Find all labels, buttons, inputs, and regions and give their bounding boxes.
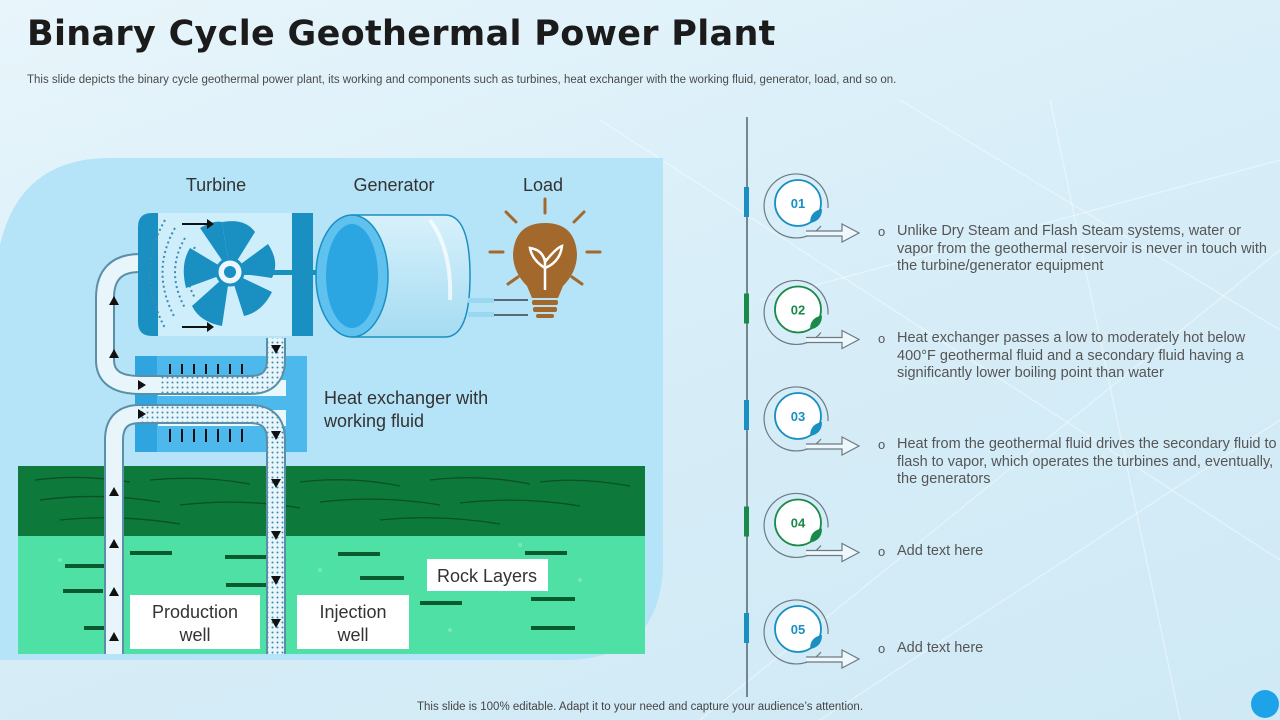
- step-ring: [763, 599, 829, 665]
- step-circle: [774, 605, 822, 653]
- label-rock-layers: Rock Layers: [437, 566, 537, 586]
- lightbulb-icon: [488, 197, 602, 318]
- step-1-text: Unlike Dry Steam and Flash Steam systems…: [878, 223, 1277, 276]
- footer-note: This slide is 100% editable. Adapt it to…: [416, 701, 864, 713]
- label-injection-2: well: [336, 625, 368, 645]
- step-number: 01: [791, 196, 805, 211]
- label-injection-1: Injection: [319, 602, 386, 622]
- step-ring: [763, 173, 829, 239]
- leaf-icon: [810, 315, 822, 330]
- step-marker-2: 02: [744, 279, 861, 350]
- step-ring: [763, 492, 829, 559]
- grass-strokes: [34, 476, 631, 525]
- step-ring: [763, 279, 829, 346]
- leaf-icon: [810, 635, 822, 649]
- step-3-text: Heat from the geothermal fluid drives th…: [878, 436, 1277, 489]
- label-load: Load: [523, 175, 563, 195]
- turbine: [138, 213, 342, 336]
- step-2-text: Heat exchanger passes a low to moderatel…: [878, 330, 1277, 383]
- step-tick: [744, 506, 749, 537]
- generator: [315, 214, 528, 338]
- injection-well-box: [297, 595, 409, 649]
- step-circle: [774, 285, 822, 334]
- step-circle: [774, 179, 822, 227]
- leaf-icon: [810, 422, 822, 436]
- step-tick: [744, 293, 749, 324]
- step-arrow: [806, 223, 861, 243]
- step-circle: [774, 392, 822, 440]
- flow-arrows: [109, 258, 281, 641]
- page-subtitle: This slide depicts the binary cycle geot…: [27, 74, 897, 86]
- step-number: 05: [791, 622, 805, 637]
- label-heat-exchanger-2: working fluid: [323, 411, 424, 431]
- step-arrow: [806, 436, 861, 456]
- label-generator: Generator: [353, 175, 434, 195]
- label-turbine: Turbine: [186, 175, 246, 195]
- production-well-box: [130, 595, 260, 649]
- step-arrow: [806, 329, 861, 350]
- step-arrow: [806, 542, 861, 563]
- step-5-text: Add text here: [878, 640, 1277, 658]
- step-ring: [763, 386, 829, 452]
- rock-layers-box: [427, 559, 548, 591]
- step-tick: [744, 187, 749, 217]
- step-marker-4: 04: [744, 492, 861, 563]
- step-tick: [744, 613, 749, 643]
- leaf-icon: [810, 528, 822, 543]
- label-production-1: Production: [152, 602, 238, 622]
- leaf-icon: [810, 209, 822, 223]
- label-production-2: well: [178, 625, 210, 645]
- step-marker-3: 03: [744, 386, 861, 456]
- corner-circle: [1251, 690, 1279, 718]
- page-title: Binary Cycle Geothermal Power Plant: [27, 14, 776, 54]
- step-circle: [774, 498, 822, 547]
- step-marker-1: 01: [744, 173, 861, 243]
- step-marker-5: 05: [744, 599, 861, 669]
- step-number: 03: [791, 409, 805, 424]
- label-heat-exchanger-1: Heat exchanger with: [324, 388, 488, 408]
- step-arrow: [806, 649, 861, 669]
- step-number: 04: [791, 516, 806, 531]
- step-4-text: Add text here: [878, 543, 1277, 561]
- step-number: 02: [791, 303, 805, 318]
- step-tick: [744, 400, 749, 430]
